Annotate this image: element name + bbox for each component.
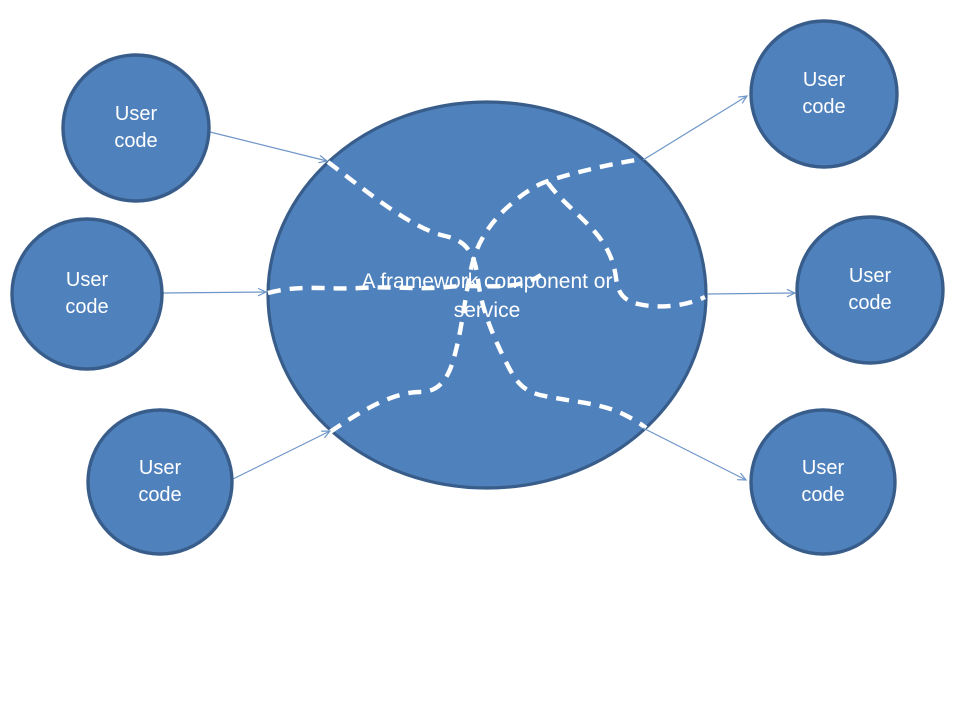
internal-path-middleleft bbox=[267, 273, 543, 296]
connector-arrow-middleleft-in bbox=[161, 287, 268, 297]
user-code-label-bottom-left: User code bbox=[138, 457, 182, 506]
user-code-nodes bbox=[10, 19, 945, 556]
user-code-node-middle-left bbox=[10, 217, 164, 371]
connector-arrow-topleft-in bbox=[209, 131, 329, 164]
connector-arrow-topright-out bbox=[642, 95, 749, 161]
connector-arrow-bottomleft-in bbox=[232, 430, 332, 480]
user-code-label-top-left: User code bbox=[114, 103, 158, 152]
internal-path-bottomleft-to-topright bbox=[328, 156, 644, 434]
user-code-node-bottom-left bbox=[86, 408, 234, 556]
connectors bbox=[161, 95, 797, 481]
user-code-node-bottom-right bbox=[749, 408, 897, 556]
user-code-node-top-left bbox=[61, 53, 211, 203]
framework-service-ellipse bbox=[266, 100, 708, 490]
user-code-label-top-right: User code bbox=[802, 69, 846, 118]
connector-arrow-middleright-out bbox=[706, 288, 797, 298]
internal-dashed-paths bbox=[267, 156, 706, 434]
user-code-node-top-right bbox=[749, 19, 899, 169]
user-code-label-middle-right: User code bbox=[848, 265, 892, 314]
user-code-label-middle-left: User code bbox=[65, 269, 109, 318]
internal-path-to-middleright bbox=[546, 181, 706, 309]
connector-arrow-bottomright-out bbox=[642, 427, 748, 481]
user-code-label-bottom-right: User code bbox=[801, 457, 845, 506]
framework-service-label: A framework component or service bbox=[361, 270, 613, 322]
user-code-node-middle-right bbox=[795, 215, 945, 365]
internal-path-topleft-to-bottomright bbox=[326, 160, 648, 430]
